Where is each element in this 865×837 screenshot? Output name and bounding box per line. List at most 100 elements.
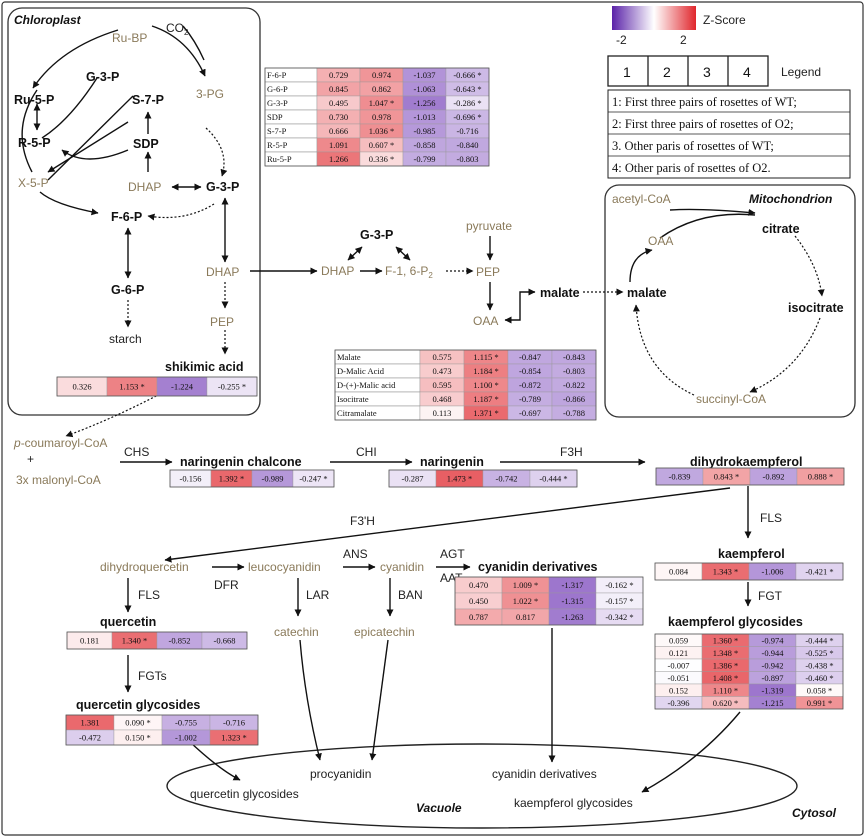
heatmap-cell-value: 0.150 * <box>125 733 151 743</box>
heatmap-cell-value: -0.985 <box>414 126 436 136</box>
heatmap-row-label: G-3-P <box>267 98 288 108</box>
heatmap-cell-value: 1.348 * <box>713 648 739 658</box>
heatmap-cell-value: -0.156 <box>180 474 202 484</box>
heatmap-cell-value: 1.381 <box>80 718 99 728</box>
heatmap-cell-value: 1.187 * <box>473 394 499 404</box>
heatmap-row-label: Ru-5-P <box>267 154 292 164</box>
heatmap-cell-value: -1.013 <box>414 112 436 122</box>
vacuole-quercetin-glycosides: quercetin glycosides <box>190 787 299 801</box>
heatmap-cell-value: -1.224 <box>171 382 194 392</box>
zscore-max: 2 <box>680 33 687 47</box>
zscore-title: Z-Score <box>703 13 746 27</box>
heatmap-cell-value: -0.287 <box>402 474 424 484</box>
catechin-label: catechin <box>274 625 319 639</box>
vacuole-label: Vacuole <box>416 801 462 815</box>
heatmap-cell-value: 0.470 <box>469 580 488 590</box>
heatmap-cell-value: -0.872 <box>519 380 541 390</box>
heatmap-row-label: Citramalate <box>337 408 377 418</box>
heatmap-cell-value: 0.336 * <box>369 154 395 164</box>
heatmap-cell-value: 1.360 * <box>713 635 739 645</box>
heatmap-cell-value: 1.091 <box>329 140 348 150</box>
ban-enzyme: BAN <box>398 588 423 602</box>
dhap-a-label: DHAP <box>128 180 161 194</box>
ru5p-label: Ru-5-P <box>14 93 54 107</box>
leucocyanidin-label: leucocyanidin <box>248 560 321 574</box>
lar-enzyme: LAR <box>306 588 330 602</box>
fls-b-enzyme: FLS <box>138 588 160 602</box>
legend-col-2: 2 <box>663 64 671 80</box>
isocitrate-label: isocitrate <box>788 301 844 315</box>
heatmap-cell-value: 1.392 * <box>219 474 245 484</box>
heatmap-cell-value: -0.444 * <box>539 474 567 484</box>
heatmap-cell-value: 0.058 * <box>807 685 833 695</box>
heatmap-cell-value: -1.006 <box>762 567 784 577</box>
heatmap-cell-value: -0.974 <box>762 635 785 645</box>
oaa-b-label: OAA <box>648 234 673 248</box>
heatmap-cell-value: -0.051 <box>668 673 690 683</box>
heatmap-cell-value: 1.266 <box>329 154 348 164</box>
heatmap-cell-value: 1.115 * <box>473 352 498 362</box>
legend-columns: 1 2 3 4 <box>607 55 769 87</box>
pep-b-label: PEP <box>476 265 500 279</box>
heatmap-cell-value: -0.007 <box>668 660 690 670</box>
heatmap-cell-value: -0.843 <box>563 352 585 362</box>
heatmap-cell-value: 0.152 <box>669 685 688 695</box>
heatmap-cell-value: -0.799 <box>414 154 436 164</box>
vacuole-ellipse <box>166 743 798 829</box>
f3h-enzyme: F3H <box>560 445 583 459</box>
heatmap-frame <box>334 349 597 421</box>
heatmap-frame <box>654 562 844 581</box>
heatmap-cell-value: -0.396 <box>668 698 690 708</box>
heatmap-row-label: F-6-P <box>267 70 287 80</box>
legend-entry-3: 3. Other paris of rosettes of WT; <box>612 139 774 153</box>
heatmap-cell-value: -1.319 <box>762 685 784 695</box>
plus-sign: + <box>27 452 34 466</box>
heatmap-cell-value: -0.247 * <box>299 474 327 484</box>
heatmap-frame <box>66 631 248 650</box>
heatmap-cell-value: -1.063 <box>414 84 436 94</box>
legend-col-3: 3 <box>703 64 711 80</box>
heatmap-cell-value: 0.113 <box>433 408 452 418</box>
heatmap-cell-value: 1.340 * <box>122 636 148 646</box>
heatmap-cell-value: 0.974 <box>372 70 392 80</box>
heatmap-row-label: SDP <box>267 112 283 122</box>
heatmap-cell-value: -0.852 <box>169 636 191 646</box>
heatmap-cell-value: 1.100 * <box>473 380 499 390</box>
heatmap-cell-value: 0.495 <box>329 98 348 108</box>
dihydrokaempferol-label: dihydrokaempferol <box>690 455 803 469</box>
heatmap-cell-value: -0.444 * <box>805 635 833 645</box>
heatmap-frame <box>655 467 845 486</box>
heatmap-frame <box>56 376 258 397</box>
heatmap-cell-value: 0.730 <box>329 112 348 122</box>
heatmap-cell-value: 0.575 <box>432 352 451 362</box>
heatmap-cell-value: -1.037 <box>414 70 436 80</box>
heatmap-cell-value: 0.181 <box>80 636 99 646</box>
legend-entries: 1: First three pairs of rosettes of WT; … <box>607 89 851 179</box>
heatmap-cell-value: -0.716 <box>457 126 479 136</box>
s7p-label: S-7-P <box>132 93 164 107</box>
heatmap-cell-value: -0.668 <box>214 636 236 646</box>
heatmap-cell-value: -0.839 <box>669 472 691 482</box>
tca-arrows <box>629 208 825 396</box>
heatmap-cell-value: 0.326 <box>72 382 91 392</box>
legend-col-4: 4 <box>743 64 751 80</box>
heatmap-cell-value: -0.803 <box>457 154 479 164</box>
heatmap-cell-value: -0.696 * <box>453 112 481 122</box>
heatmap-cell-value: -0.716 <box>223 718 245 728</box>
heatmap-cell-value: 0.468 <box>432 394 451 404</box>
heatmap-frame <box>454 576 644 626</box>
legend-col-1: 1 <box>623 64 631 80</box>
heatmap-cell-value: -0.666 * <box>453 70 481 80</box>
heatmap-cell-value: -1.002 <box>175 733 197 743</box>
heatmap-cell-value: -0.255 * <box>218 382 246 392</box>
heatmap-cell-value: 0.121 <box>669 648 688 658</box>
ans-enzyme: ANS <box>343 547 368 561</box>
